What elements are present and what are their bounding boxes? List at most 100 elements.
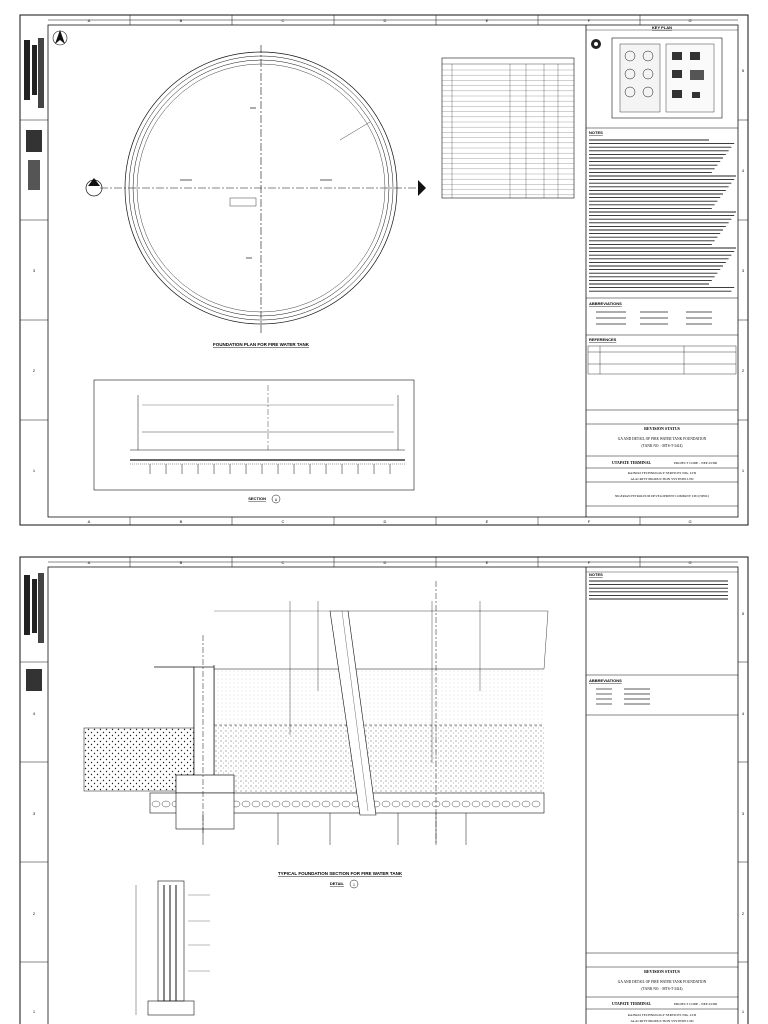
revision-status: REVISION STATUS — [644, 426, 681, 431]
gravel-stone — [521, 800, 531, 808]
gravel-stone — [491, 800, 501, 808]
s2-drawing-title: GA AND DETAIL OF FIRE WATER TANK FOUNDAT… — [618, 980, 707, 984]
detail-number: 1 — [353, 883, 355, 887]
grid-row-1-right: 1 — [742, 468, 745, 473]
grid-row-1: 1 — [33, 468, 36, 473]
title-panel — [585, 25, 738, 517]
gravel-stone — [151, 800, 161, 808]
gravel-stone — [161, 800, 171, 808]
s2-grid-row-4: 4 — [33, 711, 36, 716]
drawing-title: GA AND DETAIL OF FIRE WATER TANK FOUNDAT… — [618, 437, 707, 441]
s2-grid-col-g: G — [688, 560, 691, 565]
detail-bubble — [349, 879, 359, 889]
tank-section — [93, 379, 415, 491]
section-bubble — [271, 494, 281, 504]
rebar-detail — [135, 880, 210, 1016]
gravel-stone — [451, 800, 461, 808]
grid-col-c-bottom: C — [282, 519, 285, 524]
grid-row-5-right: 5 — [742, 68, 745, 73]
gravel-stone — [411, 800, 421, 808]
grid-col-g: G — [688, 18, 691, 23]
gravel-stone — [251, 800, 261, 808]
drawing-sheet-1: A B C D E F G A B C D E F G 5 4 3 2 1 5 … — [19, 14, 749, 526]
sheet-1-canvas: A B C D E F G A B C D E F G 5 4 3 2 1 5 … — [19, 14, 749, 526]
references-title: REFERENCES — [589, 337, 617, 342]
grid-row-3-right: 3 — [742, 268, 745, 273]
s2-notes-title: NOTES — [589, 572, 603, 577]
project-name: UTAPATE TERMINAL — [612, 461, 652, 465]
grid-row-2: 2 — [33, 368, 36, 373]
grid-col-c: C — [282, 18, 285, 23]
grid-row-2-right: 2 — [742, 368, 745, 373]
s2-tank-number: (TANK NO. - MTS-T-3414) — [642, 987, 684, 991]
references-table — [587, 345, 737, 375]
gravel-stone — [471, 800, 481, 808]
section-caption: SECTION — [248, 496, 266, 501]
section-marker-left — [85, 178, 103, 197]
s2-grid-row-3: 3 — [33, 811, 36, 816]
tank-number: (TANK NO. - MTS-T-3414) — [642, 444, 684, 448]
grid-col-d: D — [384, 18, 387, 23]
grid-col-e: E — [486, 18, 489, 23]
grid-col-f: F — [588, 18, 591, 23]
section-letter: A — [275, 498, 278, 502]
grid-col-g-bottom: G — [688, 519, 691, 524]
grid-col-b-bottom: B — [180, 519, 183, 524]
s2-grid-row-5-right: 5 — [742, 611, 745, 616]
section-marker-right — [418, 180, 426, 196]
company-name: NIGERIAN PETROLEUM DEVELOPMENT COMPANY L… — [615, 494, 709, 498]
gravel-stone — [461, 800, 471, 808]
s2-contractor-line-1: RAINOO TECHNOLOGY SERVICES NIG. LTD — [628, 1013, 697, 1017]
gravel-stone — [281, 800, 291, 808]
gravel-stone — [511, 800, 521, 808]
drawing-sheet-2: A B C D E F G 5 4 3 2 1 5 4 3 2 1 — [0, 545, 768, 1024]
s2-grid-col-b: B — [180, 560, 183, 565]
s2-grid-col-f: F — [588, 560, 591, 565]
s2-grid-col-c: C — [282, 560, 285, 565]
gravel-stone — [421, 800, 431, 808]
s2-grid-row-1-right: 1 — [742, 1009, 745, 1014]
s2-contractor-line-2: ALACRITY PRODUCTION SYSTEMS LTD — [631, 1019, 695, 1023]
gravel-stone — [301, 800, 311, 808]
s2-project-name: UTAPATE TERMINAL — [612, 1002, 652, 1006]
typical-section-caption: TYPICAL FOUNDATION SECTION FOR FIRE WATE… — [278, 871, 403, 876]
sheet-2-canvas: A B C D E F G 5 4 3 2 1 5 4 3 2 1 — [19, 556, 749, 1024]
gravel-stone — [291, 800, 301, 808]
grid-col-a: A — [88, 18, 91, 23]
grid-col-e-bottom: E — [486, 519, 489, 524]
notes-title: NOTES — [589, 130, 603, 135]
gravel-stone — [271, 800, 281, 808]
s2-revision-stamp-strip — [24, 573, 44, 691]
grid-col-d-bottom: D — [384, 519, 387, 524]
grid-row-3: 3 — [33, 268, 36, 273]
s2-grid-col-e: E — [486, 560, 489, 565]
s2-grid-row-3-right: 3 — [742, 811, 745, 816]
contractor-line-2: ALACRITY PRODUCTION SYSTEMS LTD — [631, 477, 695, 481]
foundation-plan — [100, 45, 420, 335]
s2-grid-col-a: A — [88, 560, 91, 565]
gravel-stone — [481, 800, 491, 808]
abbreviations-title: ABBREVIATIONS — [589, 301, 622, 306]
gravel-stone — [341, 800, 351, 808]
gravel-stone — [311, 800, 321, 808]
grid-col-b: B — [180, 18, 183, 23]
s2-grid-row-4-right: 4 — [742, 711, 745, 716]
s2-revision-status: REVISION STATUS — [644, 969, 681, 974]
grid-col-a-bottom: A — [88, 519, 91, 524]
s2-grid-row-2-right: 2 — [742, 911, 745, 916]
gravel-stone — [381, 800, 391, 808]
grid-col-f-bottom: F — [588, 519, 591, 524]
schedule-table — [441, 57, 575, 199]
typical-foundation-section — [83, 581, 549, 845]
gravel-stone — [531, 800, 541, 808]
gravel-stone — [331, 800, 341, 808]
north-arrow-icon — [52, 30, 68, 46]
s2-grid-col-d: D — [384, 560, 387, 565]
gravel-stone — [261, 800, 271, 808]
gravel-stone — [401, 800, 411, 808]
gravel-stone — [321, 800, 331, 808]
s2-grid-row-1: 1 — [33, 1009, 36, 1014]
s2-title-panel — [585, 567, 738, 1024]
s2-grid-row-2: 2 — [33, 911, 36, 916]
revision-stamp-strip — [24, 38, 44, 190]
